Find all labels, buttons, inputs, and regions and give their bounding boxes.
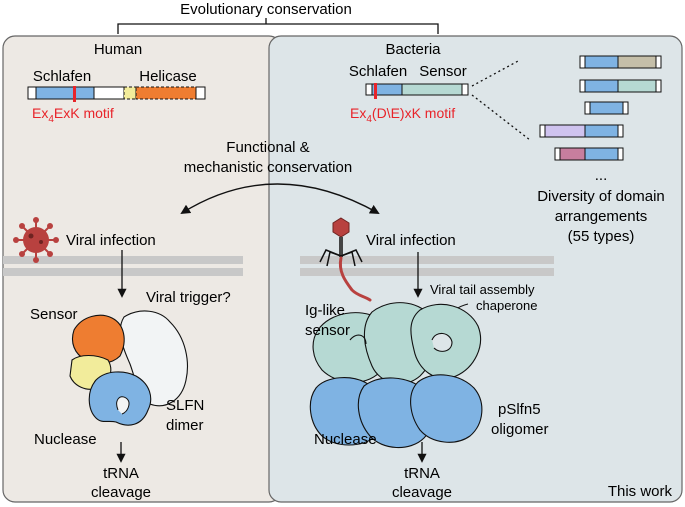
pslfn5-oligomer-structure xyxy=(309,302,483,449)
nuclease-ring-unit-3 xyxy=(410,374,483,443)
viral-tail-label-1: Viral tail assembly xyxy=(430,282,535,297)
viral-trigger-label: Viral trigger? xyxy=(146,289,231,306)
center-label-line-1: Functional & xyxy=(226,139,309,156)
human-slfn-dimer-structure xyxy=(69,310,188,426)
zoom-dotted-lines xyxy=(471,59,531,141)
diversity-line-1: Diversity of domain xyxy=(537,188,665,205)
bacteria-schlafen-label: Schlafen xyxy=(349,63,407,80)
human-schlafen-label: Schlafen xyxy=(33,68,91,85)
bacteria-membrane xyxy=(300,256,554,276)
bacteria-motif-label: Ex4(D\E)xK motif xyxy=(350,105,455,125)
domain-diversity-bars xyxy=(539,55,662,161)
human-motif-marker xyxy=(73,86,76,102)
diversity-line-2: arrangements xyxy=(555,208,648,225)
center-label-line-2: mechanistic conservation xyxy=(184,159,352,176)
human-membrane xyxy=(3,256,243,276)
bacteria-nuclease-label: Nuclease xyxy=(314,431,377,448)
figure-title: Evolutionary conservation xyxy=(180,1,352,18)
ig-like-sensor-label-1: Ig-like xyxy=(305,302,345,319)
ig-like-sensor-label-2: sensor xyxy=(305,322,350,339)
human-virus-icon xyxy=(13,217,59,263)
sensor-domain xyxy=(71,314,125,365)
viral-dna-strand xyxy=(338,256,372,302)
human-domain-architecture: Schlafen Helicase Ex4ExK motif xyxy=(27,68,206,125)
title-bracket xyxy=(117,18,439,34)
viral-tail-label-2: chaperone xyxy=(476,298,537,313)
human-viral-infection-label: Viral infection xyxy=(66,232,156,249)
human-helicase-label: Helicase xyxy=(139,68,197,85)
human-outcome-line-2: cleavage xyxy=(91,484,151,501)
sensor-label: Sensor xyxy=(30,306,78,323)
bacteria-panel-title: Bacteria xyxy=(385,41,441,58)
human-motif-label: Ex4ExK motif xyxy=(32,105,114,125)
bacteria-motif-marker xyxy=(374,83,377,99)
diversity-ellipsis: ... xyxy=(595,167,608,184)
bacteria-outcome-line-2: cleavage xyxy=(392,484,452,501)
human-panel-title: Human xyxy=(94,41,142,58)
bacteria-viral-infection-label: Viral infection xyxy=(366,232,456,249)
bacteria-sensor-label: Sensor xyxy=(419,63,467,80)
slfn-dimer-label-1: SLFN xyxy=(166,397,204,414)
conservation-arrow xyxy=(180,183,380,215)
bacteria-outcome-line-1: tRNA xyxy=(404,465,440,482)
diversity-line-3: (55 types) xyxy=(568,228,635,245)
human-outcome-line-1: tRNA xyxy=(103,465,139,482)
pslfn5-label-2: oligomer xyxy=(491,421,549,438)
bacteria-domain-architecture: Schlafen Sensor Ex4(D\E)xK motif xyxy=(349,63,469,125)
pslfn5-label-1: pSlfn5 xyxy=(498,401,541,418)
human-nuclease-label: Nuclease xyxy=(34,431,97,448)
this-work-label: This work xyxy=(608,483,673,500)
slfn-dimer-label-2: dimer xyxy=(166,417,204,434)
phage-icon xyxy=(319,217,372,302)
